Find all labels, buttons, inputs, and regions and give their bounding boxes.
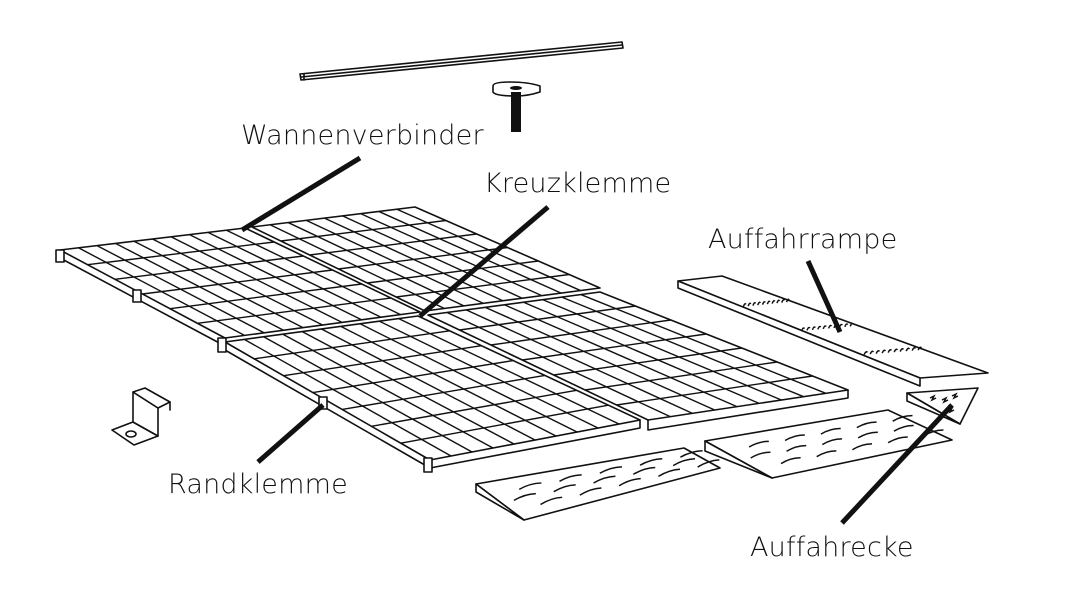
long-ramp-part [677,275,989,387]
label-kreuzklemme: Kreuzklemme [484,168,672,199]
pointer-kreuzklemme [418,205,550,318]
pointer-auffahrecke [840,403,954,525]
pointer-auffahrrampe [805,259,843,334]
solar-panel-grid [55,206,849,473]
label-randklemme: Randklemme [168,469,348,500]
z-bracket-part [111,387,171,446]
rail-part [299,41,624,81]
corner-ramp-part [906,387,979,425]
short-ramp-right-part [704,409,953,479]
pointer-wannenverbinder [240,155,362,233]
short-ramp-left-part [475,447,721,521]
pointer-randklemme [256,403,325,464]
label-auffahrecke: Auffahrecke [750,532,914,563]
label-wannenverbinder: Wannenverbinder [241,120,484,151]
t-bolt-part [492,81,541,132]
label-auffahrrampe: Auffahrrampe [708,224,898,255]
